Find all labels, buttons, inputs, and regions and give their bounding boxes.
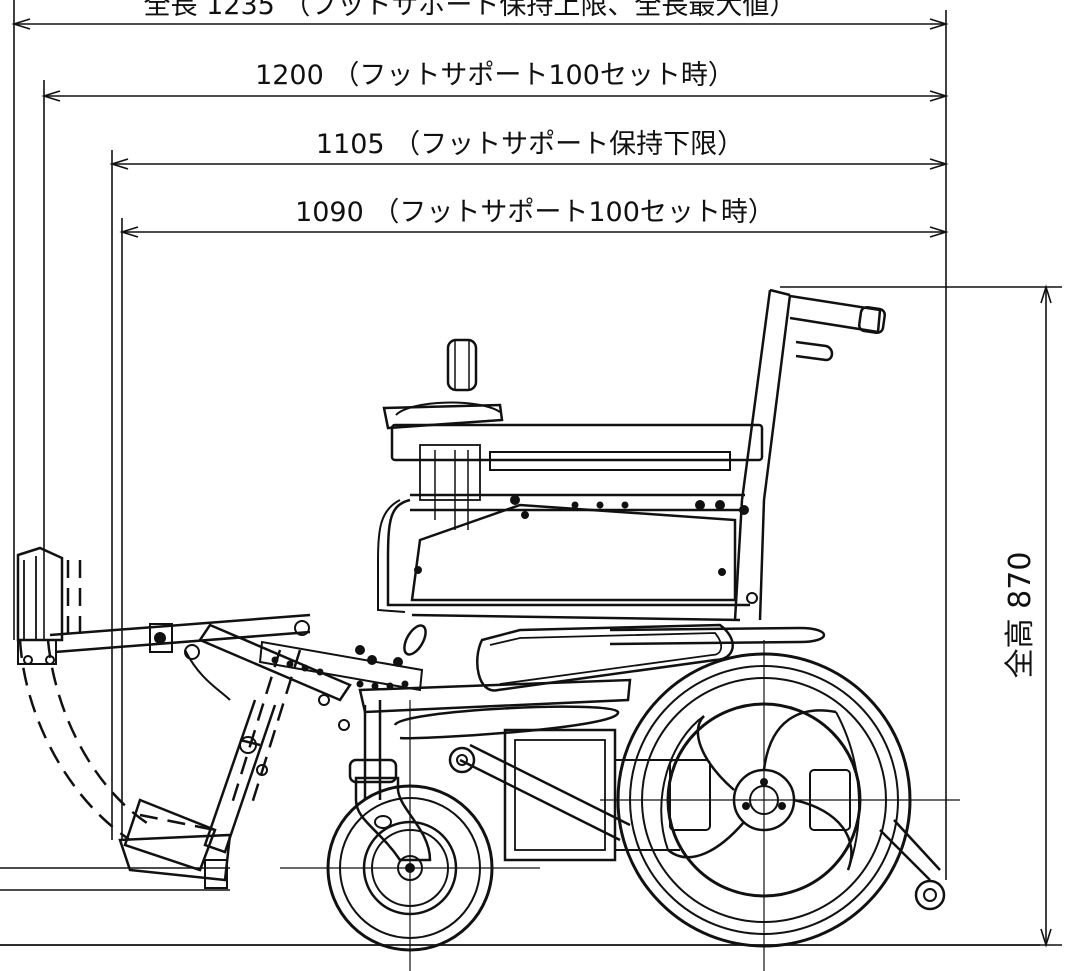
- seat-frame: [377, 423, 764, 622]
- stowed-foot-plate: [16, 546, 64, 665]
- rear-wheel: [600, 640, 960, 971]
- wheelchair: [16, 288, 960, 971]
- dim-1200-label: 1200 （フットサポート100セット時）: [255, 60, 735, 91]
- dim-1235-label: 全長 1235 （フットサポート保持上限、全長最大値）: [144, 0, 797, 21]
- joystick-controller: [382, 338, 504, 530]
- anti-tip-wheel: [879, 819, 946, 911]
- battery-box: [503, 728, 680, 862]
- dim-1090-label: 1090 （フットサポート100セット時）: [295, 197, 775, 228]
- back-support: [733, 288, 887, 621]
- lower-frame: [318, 623, 825, 842]
- dim-1105-label: 1105 （フットサポート保持下限）: [316, 129, 744, 160]
- dim-height-label: 全高 870: [1003, 552, 1038, 679]
- leg-support: [49, 613, 424, 889]
- footrest-alt-position: [18, 560, 302, 842]
- front-caster-wheel: [280, 700, 540, 971]
- ground-lines: [0, 867, 1040, 946]
- drive-motor: [669, 759, 851, 831]
